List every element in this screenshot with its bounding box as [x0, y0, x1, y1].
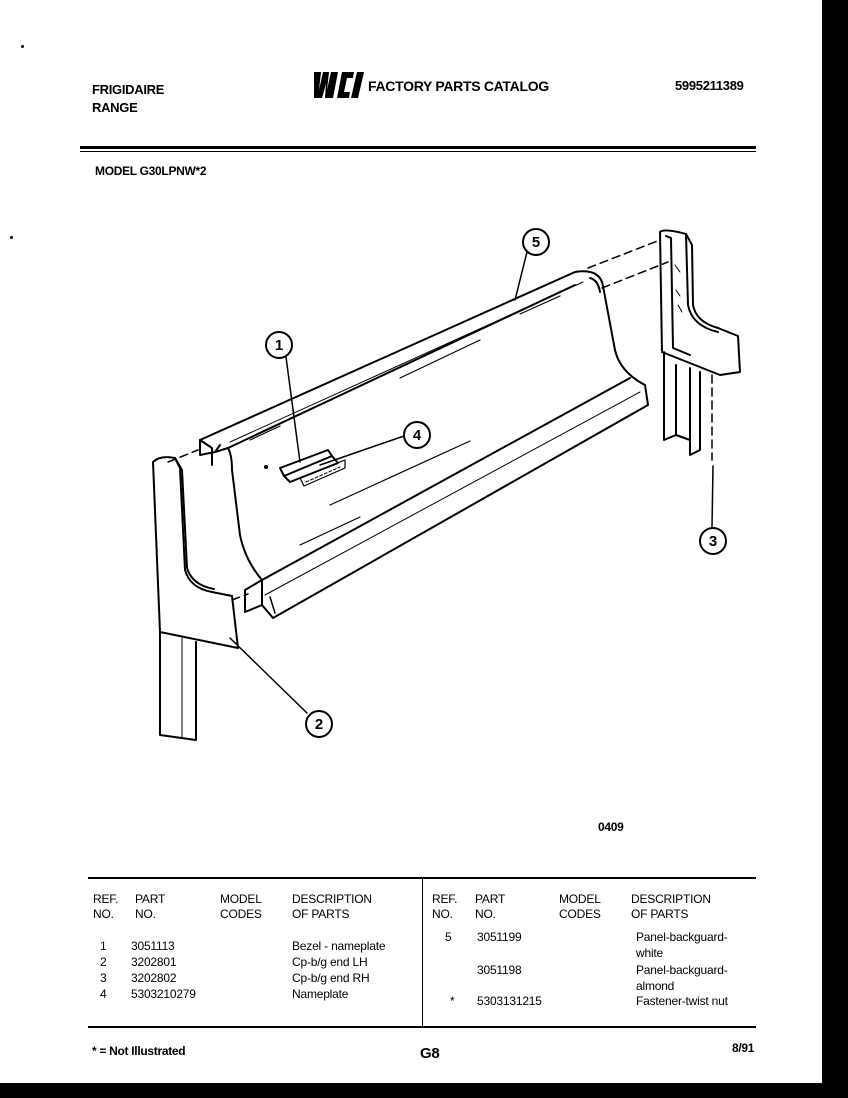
page-number: G8: [420, 1045, 440, 1062]
row-ref: 4: [100, 987, 107, 1001]
catalog-title: FACTORY PARTS CATALOG: [368, 78, 549, 94]
model-number: MODEL G30LPNW*2: [95, 164, 207, 178]
row-desc: Cp-b/g end LH: [292, 955, 368, 969]
row-part: 3051198: [477, 963, 522, 977]
page-frame-bottom: [0, 1083, 848, 1098]
end-cap-left: [152, 456, 239, 741]
row-part: 5303131215: [477, 994, 542, 1008]
callout-4: 4: [413, 427, 422, 444]
row-part: 3051113: [131, 939, 175, 953]
page-frame-right: [822, 0, 848, 1098]
row-part: 3051199: [477, 930, 522, 944]
row-desc: Nameplate: [292, 987, 349, 1001]
product-type: RANGE: [92, 100, 138, 115]
drawing-code: 0409: [598, 820, 624, 834]
row-desc: Panel-backguard-white: [636, 930, 728, 960]
row-ref: *: [450, 994, 455, 1008]
brand-name: FRIGIDAIRE: [92, 82, 165, 97]
row-part: 3202802: [131, 971, 177, 985]
row-desc: Panel-backguard-almond: [636, 963, 728, 993]
wci-logo: [314, 72, 364, 98]
catalog-date: 8/91: [732, 1041, 755, 1055]
header-rule: [80, 146, 756, 149]
row-ref: 3: [100, 971, 107, 985]
row-desc: Bezel - nameplate: [292, 939, 386, 953]
row-ref: 5: [445, 930, 452, 944]
callout-1: 1: [275, 337, 283, 354]
end-cap-right: [659, 229, 741, 456]
callout-2: 2: [315, 716, 323, 733]
scan-speck: [10, 236, 13, 239]
nameplate-bezel: [279, 449, 346, 487]
header-ref-no: REF.NO.: [93, 892, 119, 921]
row-desc: Cp-b/g end RH: [292, 971, 370, 985]
column-divider: [422, 879, 423, 1026]
row-desc: Fastener-twist nut: [636, 994, 728, 1008]
callout-3: 3: [709, 533, 717, 550]
backguard-panel: [199, 270, 649, 619]
row-part: 3202801: [131, 955, 177, 969]
exploded-parts-diagram: 1 4 5 3 2: [152, 228, 741, 741]
header-ref-no-right: REF.NO.: [432, 892, 458, 921]
row-ref: 1: [100, 939, 107, 953]
scan-speck: [21, 45, 24, 48]
header-rule-thin: [80, 151, 756, 152]
row-ref: 2: [100, 955, 107, 969]
catalog-number: 5995211389: [675, 78, 744, 93]
row-part: 5303210279: [131, 987, 196, 1001]
footnote-not-illustrated: * = Not Illustrated: [92, 1044, 186, 1058]
callout-5: 5: [532, 234, 540, 251]
